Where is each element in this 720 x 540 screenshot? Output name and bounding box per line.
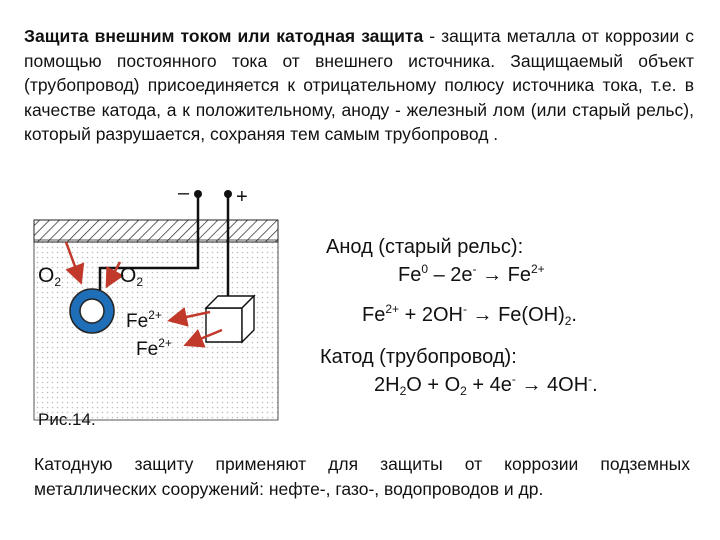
figure-cathodic-protection: – + O2 O2 Fe2+ Fe2+: [0, 180, 720, 440]
arrow-o2-left: [64, 241, 85, 285]
arrow-fe-a: [167, 307, 211, 327]
anode-equation-2: Fe2+ + 2OH- → Fe(OH)2.: [362, 302, 577, 328]
anode-scrap-cube: [204, 294, 256, 344]
cathode-equation: 2H2O + O2 + 4e- → 4OH-.: [374, 372, 598, 398]
fe-ion-label-b: Fe2+: [136, 336, 172, 360]
plus-label: +: [236, 186, 248, 208]
outro-paragraph: Катодную защиту применяют для защиты от …: [34, 454, 690, 499]
o2-left-label: O2: [38, 264, 62, 289]
figure-diagram: [33, 190, 279, 421]
minus-label: –: [178, 182, 190, 204]
figure-caption: Рис.14.: [38, 410, 96, 429]
intro-term: Защита внешним током или катодная защита: [24, 26, 424, 46]
arrow-fe-b: [183, 328, 223, 348]
anode-equation-1: Fe0 – 2e- → Fe2+: [398, 262, 545, 286]
cathode-title: Катод (трубопровод):: [320, 346, 517, 368]
o2-right-label: O2: [120, 264, 144, 289]
intro-definition: - защита металла от коррозии с помощью п…: [24, 26, 694, 144]
fe-ion-label-a: Fe2+: [126, 308, 162, 332]
ground-surface-hatch: [33, 219, 279, 243]
anode-title: Анод (старый рельс):: [326, 236, 524, 258]
wire-to-pipe: [98, 194, 200, 290]
arrow-o2-right: [105, 261, 124, 289]
intro-paragraph: Защита внешним током или катодная защита…: [24, 24, 694, 147]
